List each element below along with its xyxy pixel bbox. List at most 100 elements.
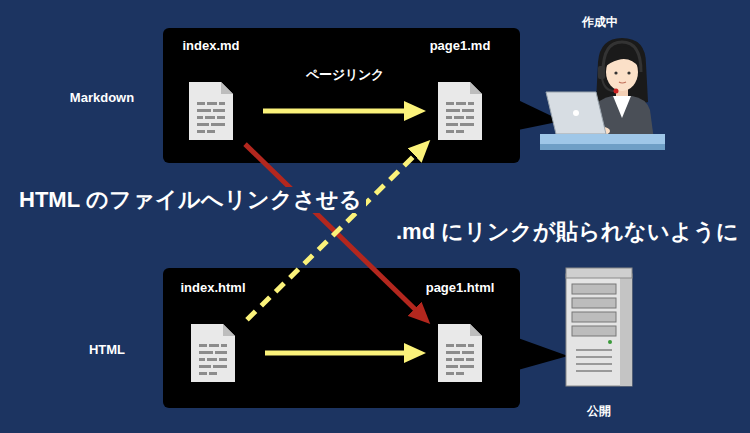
text-dash bbox=[197, 123, 209, 126]
link-arrow bbox=[263, 109, 408, 114]
text-dash bbox=[197, 109, 211, 112]
document-node: page1.html bbox=[420, 280, 500, 384]
pointer-wedge bbox=[518, 338, 568, 370]
text-dash bbox=[446, 365, 458, 368]
text-dash bbox=[466, 116, 474, 119]
text-dash bbox=[207, 130, 215, 133]
text-dash bbox=[197, 102, 205, 105]
text-dash bbox=[446, 102, 454, 105]
drive-bay bbox=[572, 298, 616, 308]
text-dash bbox=[456, 372, 464, 375]
text-dash bbox=[209, 344, 219, 347]
eye bbox=[614, 71, 617, 74]
text-dash bbox=[446, 130, 454, 133]
text-dash bbox=[446, 358, 452, 361]
file-name: index.html bbox=[180, 280, 245, 296]
text-dash bbox=[462, 351, 474, 354]
mouth bbox=[619, 82, 626, 83]
operator-figure bbox=[540, 38, 665, 150]
note-text: HTML のファイルへリンクさせる bbox=[15, 187, 366, 213]
text-dash bbox=[221, 344, 227, 347]
document-icon bbox=[436, 322, 484, 384]
text-dash bbox=[209, 372, 217, 375]
text-dash bbox=[199, 372, 207, 375]
page-fold bbox=[223, 324, 235, 336]
text-dash bbox=[199, 351, 213, 354]
text-dash bbox=[446, 372, 454, 375]
text-dash bbox=[446, 344, 454, 347]
page-sheet bbox=[189, 82, 233, 140]
text-dash bbox=[219, 102, 225, 105]
document-node: index.html bbox=[173, 280, 253, 384]
note-text: .md にリンクが貼られないように bbox=[392, 219, 743, 245]
text-dash bbox=[199, 365, 211, 368]
text-dash bbox=[219, 358, 227, 361]
vent bbox=[576, 363, 612, 365]
link-arrow bbox=[265, 351, 408, 356]
vent bbox=[576, 370, 612, 372]
desk-edge bbox=[540, 144, 665, 150]
text-dash bbox=[460, 365, 474, 368]
vent bbox=[576, 356, 612, 358]
text-dash bbox=[446, 109, 460, 112]
text-dash bbox=[215, 351, 227, 354]
page-fold bbox=[470, 324, 482, 336]
file-name: page1.md bbox=[430, 38, 491, 54]
text-dash bbox=[207, 102, 217, 105]
server-body bbox=[566, 274, 632, 386]
edge-label: ページリンク bbox=[306, 67, 384, 83]
hair bbox=[596, 38, 648, 106]
text-dash bbox=[446, 351, 460, 354]
server-figure bbox=[566, 268, 632, 386]
panel-title: Markdown bbox=[50, 90, 154, 106]
vent bbox=[576, 349, 612, 351]
page-sheet bbox=[438, 82, 482, 140]
text-dash bbox=[211, 123, 225, 126]
headset-band bbox=[603, 42, 641, 72]
text-dash bbox=[468, 344, 474, 347]
eye bbox=[627, 71, 630, 74]
mic-tip bbox=[614, 89, 619, 94]
drive-bay bbox=[572, 326, 616, 336]
text-dash bbox=[454, 116, 464, 119]
text-dash bbox=[446, 116, 452, 119]
document-icon bbox=[187, 80, 235, 142]
document-node: index.md bbox=[171, 38, 251, 142]
text-dash bbox=[466, 358, 474, 361]
document-icon bbox=[436, 80, 484, 142]
page-fold bbox=[470, 82, 482, 94]
page-sheet bbox=[438, 324, 482, 382]
laptop-logo bbox=[573, 110, 579, 116]
page-fold bbox=[221, 82, 233, 94]
figure-caption: 公開 bbox=[587, 403, 611, 419]
text-dash bbox=[217, 116, 225, 119]
panel-box: index.mdpage1.mdMarkdown bbox=[163, 28, 520, 163]
server-side bbox=[620, 278, 632, 386]
text-dash bbox=[197, 116, 203, 119]
drive-bay bbox=[572, 284, 616, 294]
text-dash bbox=[213, 365, 227, 368]
text-dash bbox=[456, 102, 466, 105]
server-top bbox=[566, 268, 632, 278]
panel-title: HTML bbox=[55, 342, 159, 358]
text-dash bbox=[199, 344, 207, 347]
text-dash bbox=[197, 130, 205, 133]
laptop bbox=[546, 92, 606, 134]
file-name: index.md bbox=[182, 38, 239, 54]
text-dash bbox=[207, 358, 217, 361]
document-node: page1.md bbox=[420, 38, 500, 142]
text-dash bbox=[446, 123, 458, 126]
text-dash bbox=[213, 109, 225, 112]
headset-mic bbox=[602, 78, 615, 91]
text-dash bbox=[199, 358, 205, 361]
figure-caption: 作成中 bbox=[582, 14, 618, 30]
text-dash bbox=[454, 358, 464, 361]
panel-box: index.htmlpage1.htmlHTML bbox=[163, 268, 520, 408]
desk bbox=[540, 134, 665, 144]
drive-bay bbox=[572, 312, 616, 322]
file-name: page1.html bbox=[426, 280, 495, 296]
page-sheet bbox=[191, 324, 235, 382]
text-dash bbox=[456, 344, 466, 347]
